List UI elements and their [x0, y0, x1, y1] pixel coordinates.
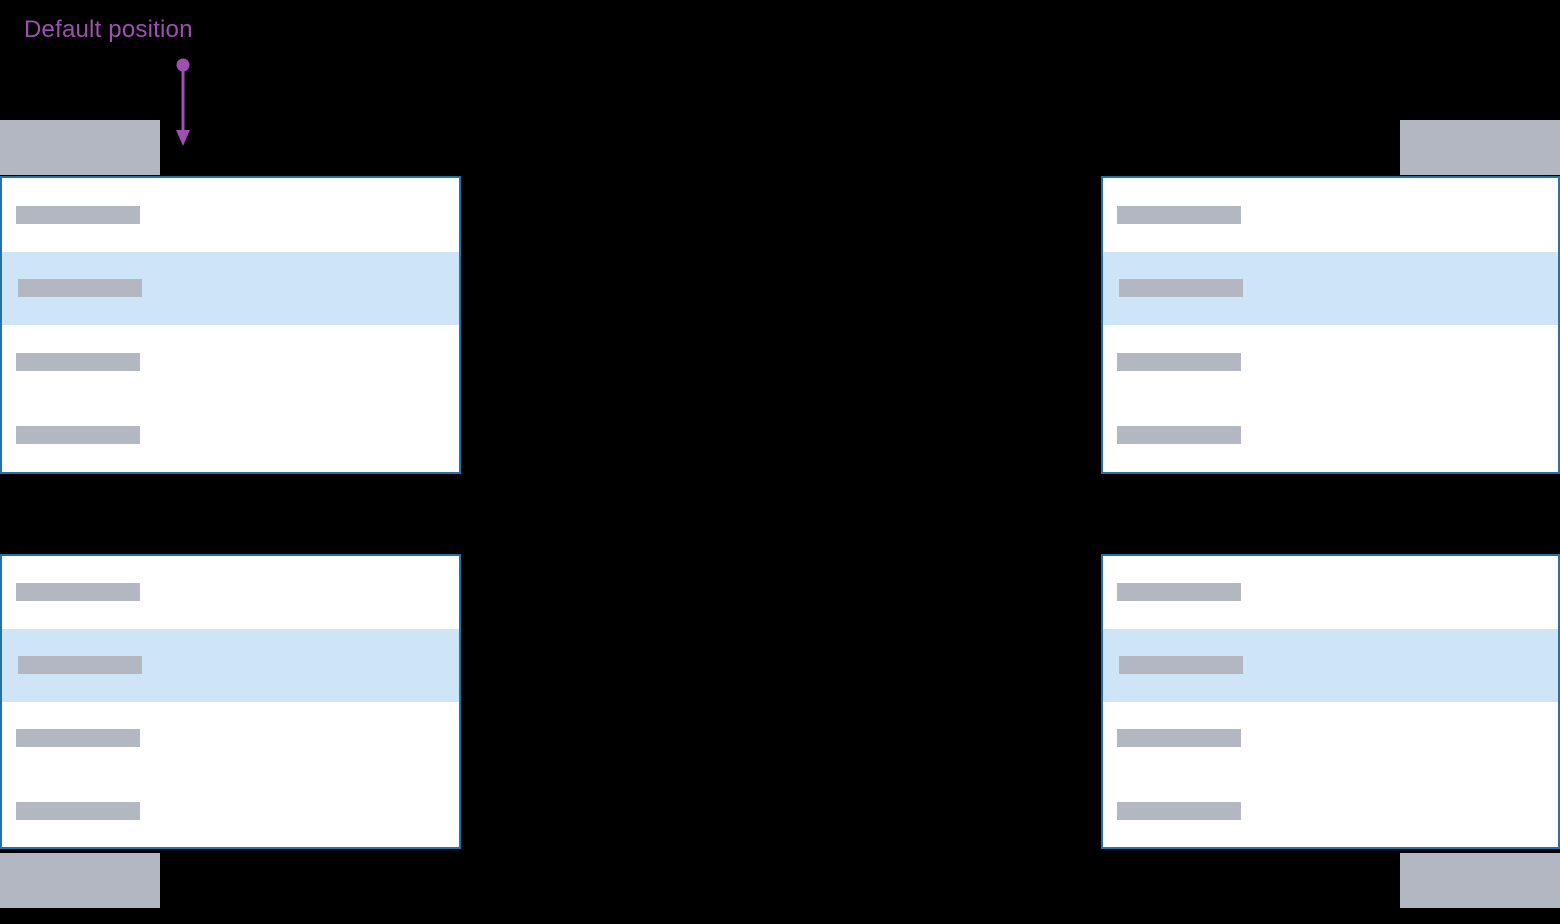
menu-item-placeholder-bar [18, 656, 142, 675]
dropdown-trigger-bottom-right[interactable] [1400, 853, 1560, 908]
menu-item-placeholder-bar [1117, 205, 1241, 224]
dropdown-menu-top-left [0, 176, 461, 474]
dropdown-menu-bottom-left [0, 554, 461, 849]
menu-item-placeholder-bar [1117, 801, 1241, 820]
menu-item-placeholder-bar [1117, 728, 1241, 747]
menu-item-placeholder-bar [1117, 426, 1241, 445]
menu-item-placeholder-bar [16, 583, 140, 602]
dropdown-trigger-top-right[interactable] [1400, 120, 1560, 175]
menu-item[interactable] [1103, 399, 1558, 473]
menu-item-placeholder-bar [16, 426, 140, 445]
menu-item-placeholder-bar [1119, 656, 1243, 675]
menu-item-highlighted[interactable] [2, 251, 459, 325]
menu-item-placeholder-bar [1119, 279, 1243, 298]
menu-item[interactable] [2, 702, 459, 775]
menu-item[interactable] [2, 178, 459, 252]
dropdown-menu-top-right [1101, 176, 1560, 474]
menu-item[interactable] [1103, 178, 1558, 252]
menu-item[interactable] [2, 325, 459, 399]
menu-item-highlighted[interactable] [1103, 628, 1558, 702]
menu-item[interactable] [1103, 774, 1558, 847]
dropdown-trigger-top-left[interactable] [0, 120, 160, 175]
menu-item[interactable] [1103, 702, 1558, 775]
menu-item-placeholder-bar [18, 279, 142, 298]
menu-item-placeholder-bar [16, 728, 140, 747]
menu-item-placeholder-bar [1117, 583, 1241, 602]
menu-item-highlighted[interactable] [2, 628, 459, 702]
default-position-arrow-icon [176, 58, 190, 146]
menu-item-highlighted[interactable] [1103, 251, 1558, 325]
menu-item-placeholder-bar [16, 352, 140, 371]
menu-item-placeholder-bar [1117, 352, 1241, 371]
menu-item[interactable] [2, 556, 459, 629]
menu-item-placeholder-bar [16, 205, 140, 224]
menu-item[interactable] [2, 399, 459, 473]
menu-item[interactable] [1103, 556, 1558, 629]
menu-item[interactable] [1103, 325, 1558, 399]
annotation-label: Default position [24, 16, 193, 43]
arrow-head [176, 130, 190, 146]
menu-item-placeholder-bar [16, 801, 140, 820]
dropdown-menu-bottom-right [1101, 554, 1560, 849]
menu-item[interactable] [2, 774, 459, 847]
dropdown-trigger-bottom-left[interactable] [0, 853, 160, 908]
